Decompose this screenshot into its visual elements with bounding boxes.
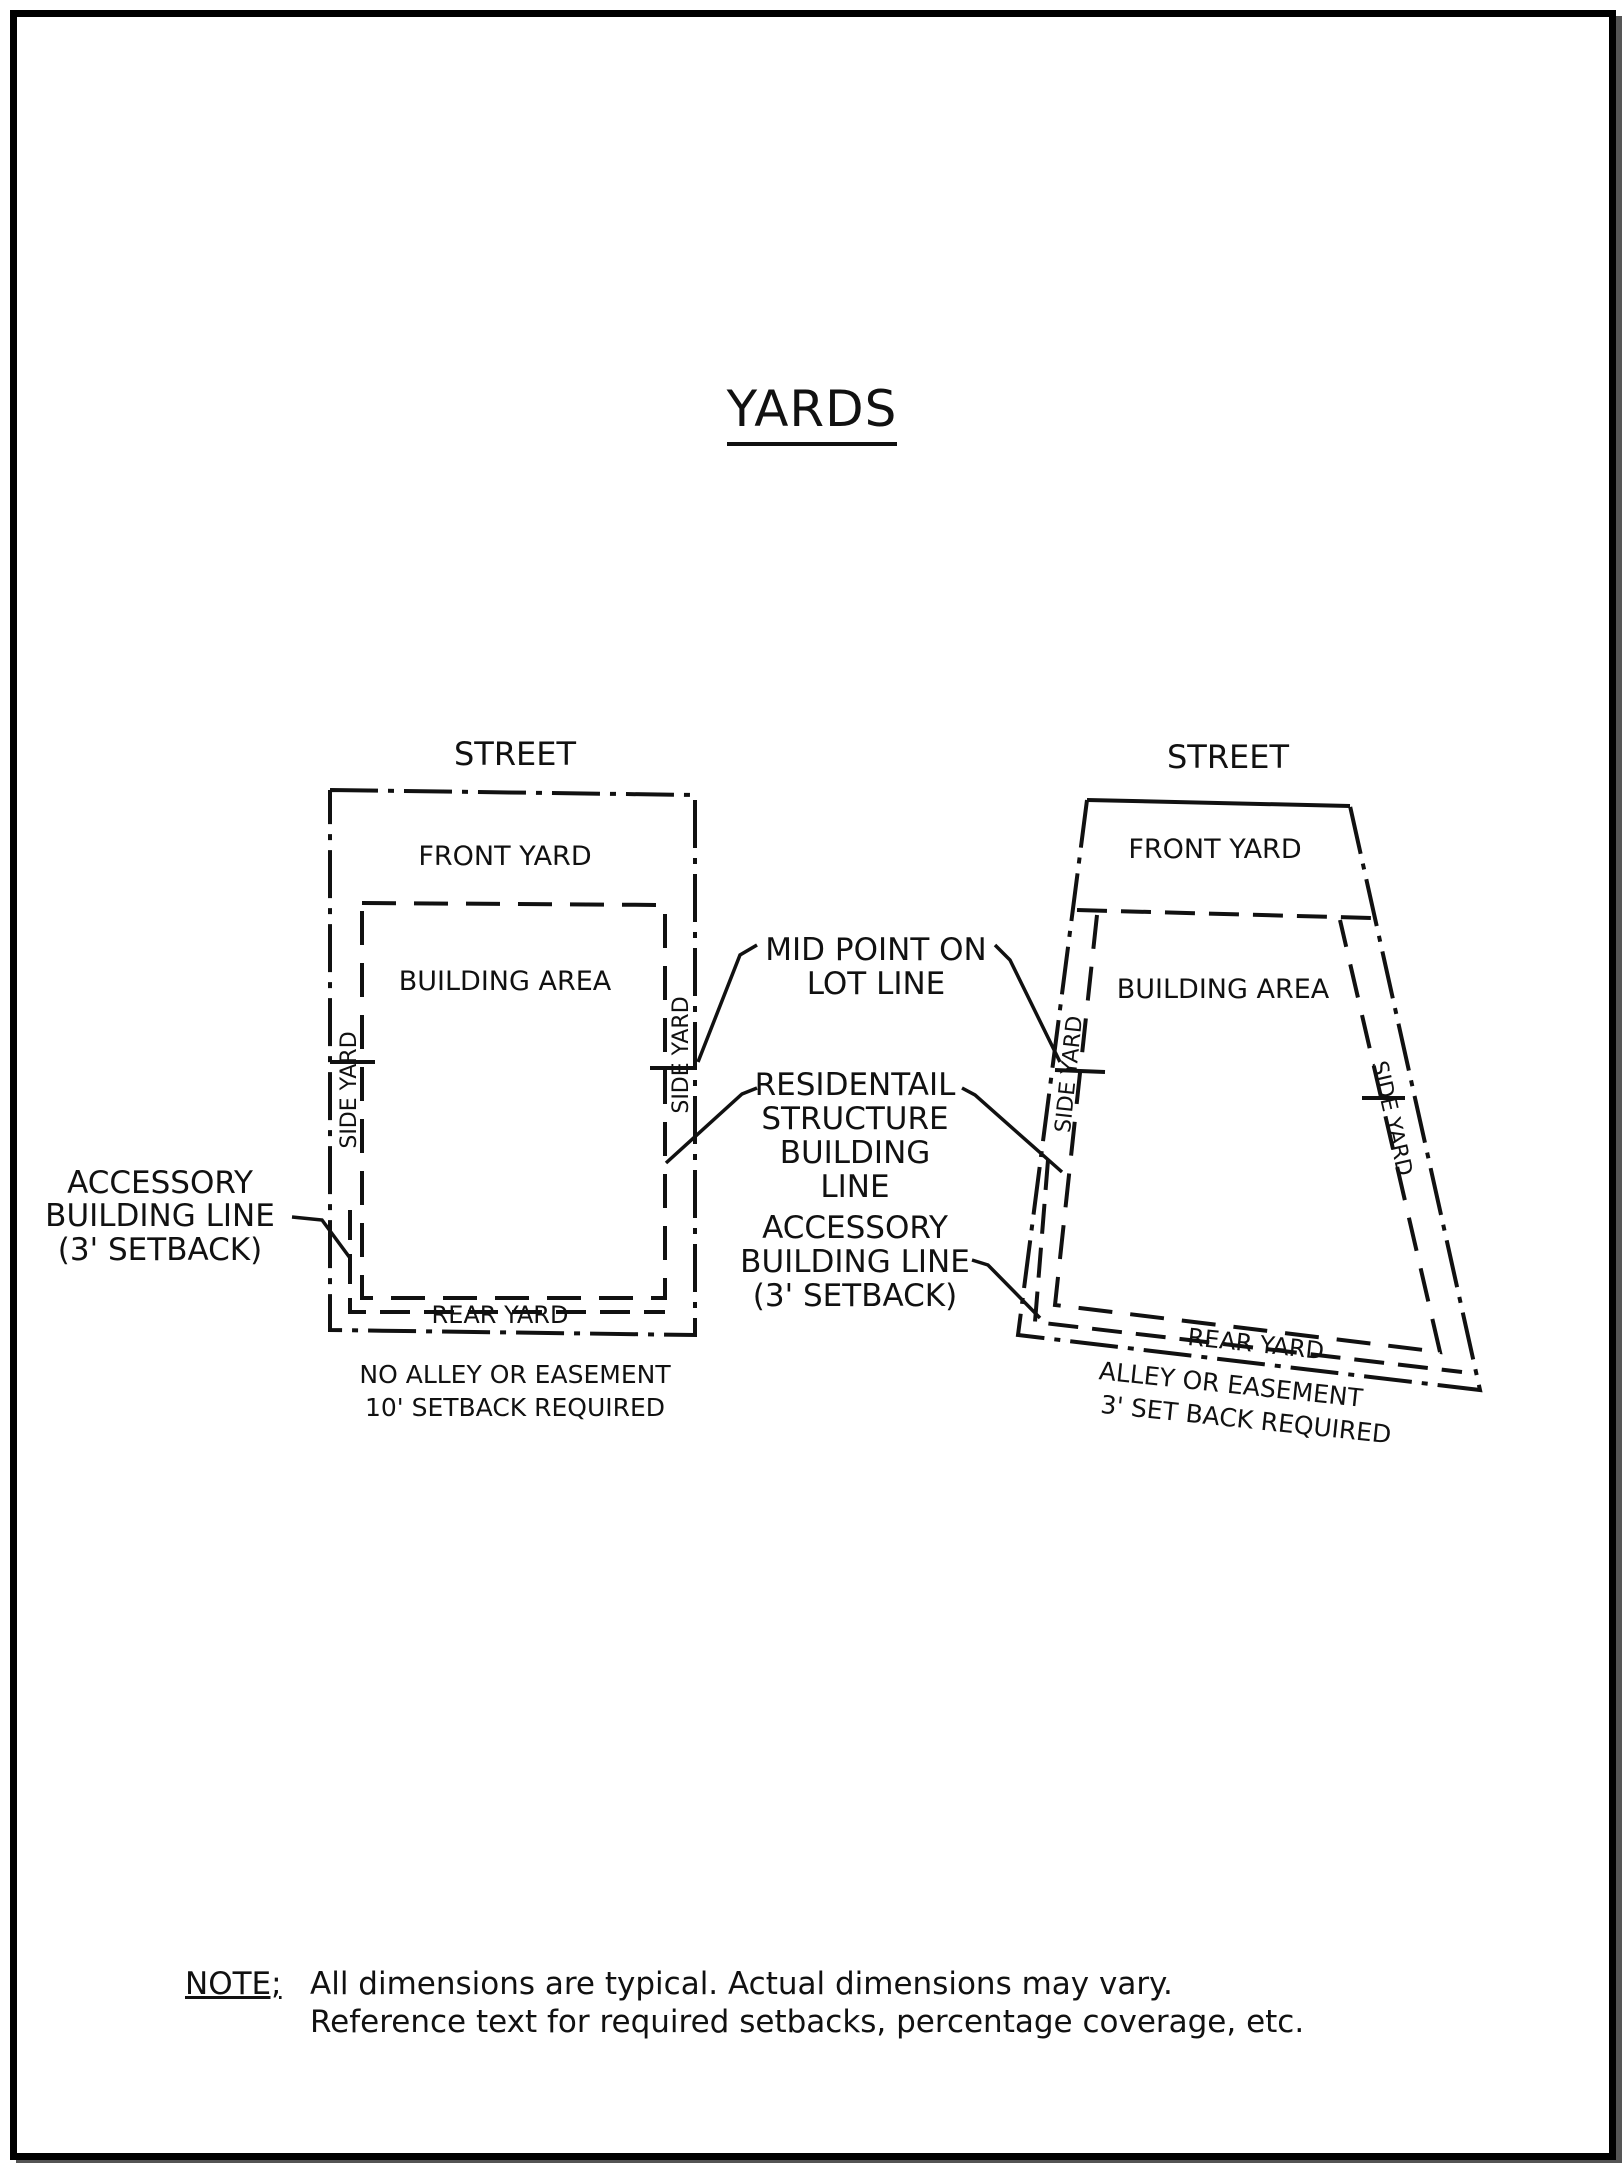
callout-residential: RESIDENTAIL STRUCTURE BUILDING LINE — [755, 1067, 956, 1205]
right-side-yard-tick-left — [1054, 1068, 1106, 1074]
left-lot — [328, 788, 697, 1338]
residential-line4: LINE — [820, 1169, 889, 1205]
accessory-left-line1: ACCESSORY — [67, 1165, 253, 1201]
right-accessory-line — [1032, 1159, 1463, 1374]
callout-leaders — [291, 943, 1064, 1320]
leader-accessory-center — [971, 1258, 1042, 1320]
leader-residential-right — [961, 1086, 1064, 1174]
residential-line2: STRUCTURE — [761, 1101, 948, 1137]
right-lot-line — [1015, 799, 1483, 1393]
leader-mid-point-left — [696, 943, 758, 1063]
left-street-label: STREET — [454, 735, 577, 773]
left-lot-line — [328, 788, 697, 1338]
accessory-center-line2: BUILDING LINE — [740, 1244, 970, 1280]
leader-residential-left — [664, 1086, 758, 1165]
left-side-yard-left-label: SIDE YARD — [337, 1031, 362, 1148]
note-block: NOTE; All dimensions are typical. Actual … — [185, 1965, 1304, 2041]
mid-point-line1: MID POINT ON — [765, 932, 986, 968]
note-line1: All dimensions are typical. Actual dimen… — [310, 1966, 1173, 2002]
left-accessory-line — [348, 1210, 665, 1314]
right-front-setback-line — [1076, 908, 1373, 920]
callout-accessory-center: ACCESSORY BUILDING LINE (3' SETBACK) — [740, 1210, 970, 1314]
accessory-left-line2: BUILDING LINE — [45, 1198, 275, 1234]
accessory-center-line3: (3' SETBACK) — [753, 1278, 957, 1314]
left-caption-line2: 10' SETBACK REQUIRED — [365, 1393, 665, 1422]
page-title: YARDS — [0, 380, 1624, 446]
residential-line3: BUILDING — [780, 1135, 931, 1171]
note-line2: Reference text for required setbacks, pe… — [310, 2004, 1305, 2040]
page-frame — [10, 10, 1616, 2160]
left-side-yard-right-label: SIDE YARD — [669, 996, 694, 1113]
right-side-yard-right-label: SIDE YARD — [1366, 1059, 1417, 1179]
residential-line1: RESIDENTAIL — [755, 1067, 956, 1103]
mid-point-line2: LOT LINE — [807, 966, 946, 1002]
left-front-yard-label: FRONT YARD — [418, 841, 591, 872]
callout-accessory-left: ACCESSORY BUILDING LINE (3' SETBACK) — [45, 1165, 275, 1268]
left-building-area-label: BUILDING AREA — [399, 966, 612, 997]
right-rear-yard-label: REAR YARD — [1186, 1323, 1325, 1365]
left-caption-line1: NO ALLEY OR EASEMENT — [359, 1360, 671, 1389]
right-lot — [1015, 798, 1483, 1393]
accessory-center-line1: ACCESSORY — [762, 1210, 948, 1246]
right-front-yard-label: FRONT YARD — [1128, 834, 1301, 865]
left-rear-yard-label: REAR YARD — [432, 1301, 569, 1329]
leader-accessory-left — [291, 1215, 352, 1260]
accessory-left-line3: (3' SETBACK) — [58, 1232, 262, 1268]
right-street-label: STREET — [1167, 738, 1290, 776]
right-front-lot-line — [1086, 798, 1351, 808]
right-building-area-label: BUILDING AREA — [1117, 974, 1330, 1005]
page-title-text: YARDS — [726, 380, 898, 446]
callout-mid-point: MID POINT ON LOT LINE — [765, 932, 986, 1002]
leader-mid-point-right — [993, 943, 1062, 1063]
left-building-line — [360, 901, 667, 1300]
note-label: NOTE; — [185, 1966, 282, 2002]
note-body: All dimensions are typical. Actual dimen… — [310, 1965, 1304, 2041]
right-building-line — [1052, 914, 1443, 1355]
